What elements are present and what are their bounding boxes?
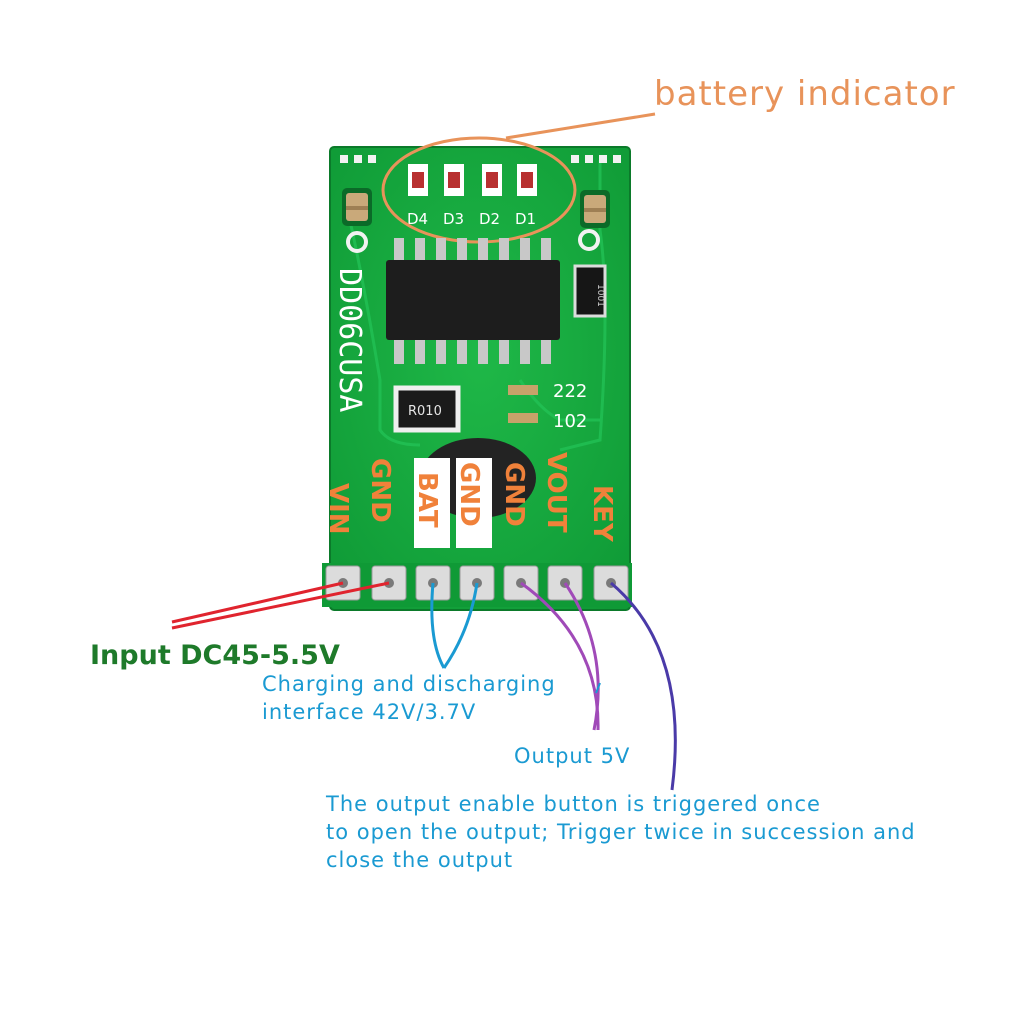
- bat-label-bg: [414, 458, 450, 548]
- led-label: D2: [479, 210, 500, 228]
- ic-pins-bottom: [394, 336, 551, 364]
- key-description-line3: close the output: [326, 848, 514, 872]
- charge-wire: [442, 582, 479, 669]
- pin-label-gnd: GND: [499, 462, 529, 527]
- led-d4: [408, 164, 428, 196]
- pin-label-vin: VIN: [323, 483, 353, 535]
- pin-label-gnd: GND: [365, 458, 395, 523]
- input-wire: [171, 581, 390, 630]
- board-model: DD06CUSA: [332, 268, 367, 413]
- key-description-line2: to open the output; Trigger twice in suc…: [326, 820, 916, 844]
- charging-label-line2: interface 42V/3.7V: [262, 700, 477, 724]
- capacitor: [580, 190, 610, 228]
- led-d2: [482, 164, 502, 196]
- input-wire: [171, 581, 344, 624]
- input-label: Input DC45-5.5V: [90, 640, 340, 671]
- capacitor: [342, 188, 372, 226]
- key-wire: [610, 581, 677, 791]
- led-label: D3: [443, 210, 464, 228]
- via: [346, 231, 368, 253]
- led-label: D1: [515, 210, 536, 228]
- sense-resistor: [393, 385, 461, 433]
- capacitor-code: 222: [553, 381, 587, 402]
- output-wire: [563, 582, 600, 731]
- led-label: D4: [407, 210, 428, 228]
- gnd-label-bg: [456, 458, 492, 548]
- pin-label-vout: VOUT: [541, 452, 571, 533]
- ic-pins-top: [394, 238, 551, 264]
- small-resistor-code: 1001: [595, 284, 605, 307]
- key-description-line1: The output enable button is triggered on…: [326, 792, 821, 816]
- charge-wire: [430, 582, 446, 669]
- via: [578, 229, 600, 251]
- pin-label-bat: BAT: [412, 472, 442, 528]
- sense-resistor-code: R010: [408, 404, 442, 419]
- pin-label-key: KEY: [587, 485, 617, 543]
- capacitor-102: [508, 413, 538, 423]
- pcb-trace: [559, 160, 607, 452]
- small-resistor: [573, 264, 607, 318]
- battery-indicator-leader: [505, 112, 656, 140]
- ic-chip: [386, 260, 560, 340]
- pin-label-gnd: GND: [454, 462, 484, 527]
- charge-wire-tick: [595, 682, 601, 694]
- led-d1: [517, 164, 537, 196]
- battery-indicator-label: battery indicator: [654, 74, 956, 114]
- capacitor-code: 102: [553, 411, 587, 432]
- output-label: Output 5V: [514, 744, 631, 768]
- led-d3: [444, 164, 464, 196]
- capacitor-222: [508, 385, 538, 395]
- charging-label-line1: Charging and discharging: [262, 672, 556, 696]
- top-vias: [340, 155, 621, 163]
